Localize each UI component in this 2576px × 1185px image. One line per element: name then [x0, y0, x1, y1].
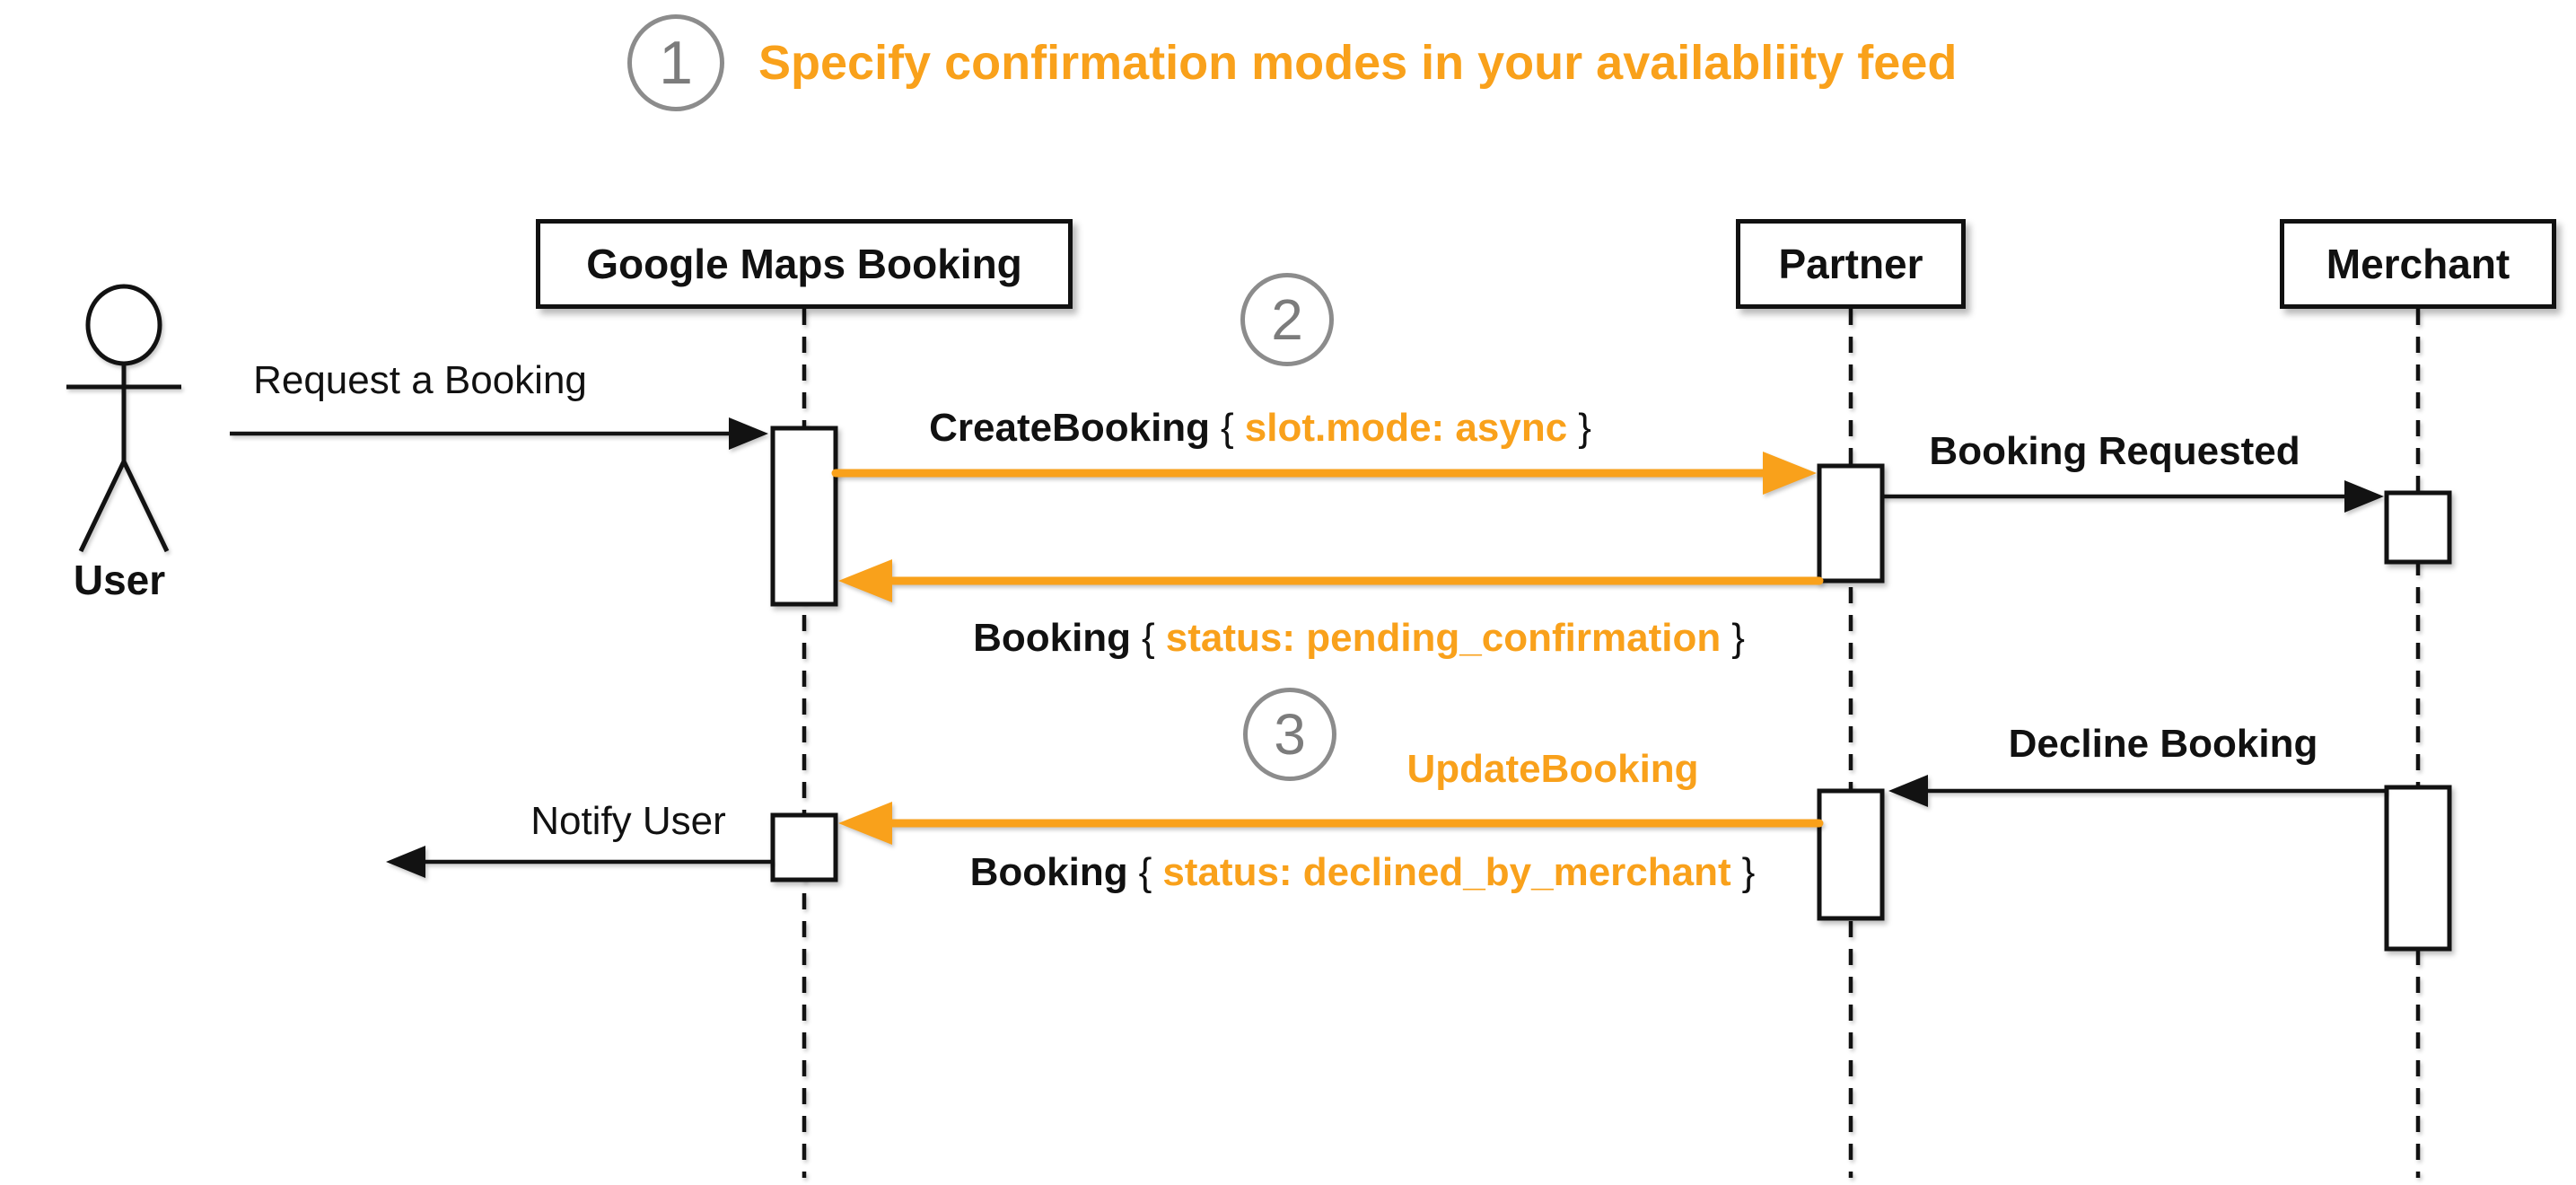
step-3-badge: 3 [1243, 688, 1336, 781]
arrow-booking-requested [1882, 480, 2384, 513]
create-booking-param: slot.mode: async [1244, 406, 1568, 450]
create-booking-close-brace: } [1578, 406, 1591, 450]
arrow-update-booking [838, 802, 1824, 845]
arrow-booking-pending-return [838, 559, 1824, 602]
label-booking-requested: Booking Requested [1929, 429, 2300, 473]
label-booking-pending: Booking{status: pending_confirmation} [973, 616, 1756, 661]
arrow-decline-booking [1888, 775, 2387, 807]
actor-merchant: Merchant [2280, 219, 2556, 309]
arrow-create-booking [831, 452, 1817, 495]
activation-google-1 [770, 426, 838, 607]
activation-merchant-2 [2384, 785, 2452, 952]
step-3-number: 3 [1274, 702, 1306, 767]
create-booking-open-brace: { [1221, 406, 1234, 450]
booking-declined-close-brace: } [1741, 850, 1756, 894]
actor-partner: Partner [1736, 219, 1966, 309]
actor-merchant-label: Merchant [2326, 241, 2510, 287]
activation-boxes [770, 426, 2452, 952]
actor-partner-label: Partner [1778, 241, 1923, 287]
user-actor-icon [66, 284, 181, 553]
user-leg-left [78, 460, 127, 553]
booking-pending-open-brace: { [1142, 616, 1155, 660]
activation-partner-1 [1817, 463, 1885, 584]
user-head [85, 284, 162, 366]
booking-pending-close-brace: } [1731, 616, 1745, 660]
step-1-badge: 1 [627, 14, 724, 111]
label-notify-user: Notify User [530, 799, 726, 843]
actor-user-label: User [73, 557, 166, 603]
actor-google-label: Google Maps Booking [586, 241, 1022, 287]
activation-partner-2 [1817, 788, 1885, 921]
step-2-number: 2 [1271, 287, 1303, 352]
create-booking-name: CreateBooking [929, 406, 1211, 450]
booking-declined-open-brace: { [1138, 850, 1152, 894]
activation-merchant-1 [2384, 490, 2452, 565]
step-2-badge: 2 [1240, 273, 1334, 366]
label-request-a-booking: Request a Booking [253, 358, 587, 402]
label-booking-declined: Booking{status: declined_by_merchant} [970, 850, 1766, 895]
booking-declined-name: Booking [969, 850, 1128, 894]
activation-google-2 [770, 812, 838, 882]
orange-arrows [831, 452, 1824, 845]
label-create-booking: CreateBooking{slot.mode: async} [929, 406, 1602, 451]
arrow-request-a-booking [230, 417, 768, 450]
user-leg-right [121, 460, 170, 553]
booking-pending-param: status: pending_confirmation [1165, 616, 1722, 660]
label-update-booking: UpdateBooking [1406, 747, 1699, 791]
label-decline-booking: Decline Booking [2008, 722, 2318, 766]
booking-declined-param: status: declined_by_merchant [1162, 850, 1731, 894]
actor-google-maps-booking: Google Maps Booking [536, 219, 1073, 309]
black-arrows [230, 417, 2387, 878]
step-1-number: 1 [659, 29, 693, 97]
arrow-notify-user [386, 846, 773, 878]
diagram-title: Specify confirmation modes in your avail… [758, 36, 1958, 90]
booking-pending-name: Booking [973, 616, 1132, 660]
